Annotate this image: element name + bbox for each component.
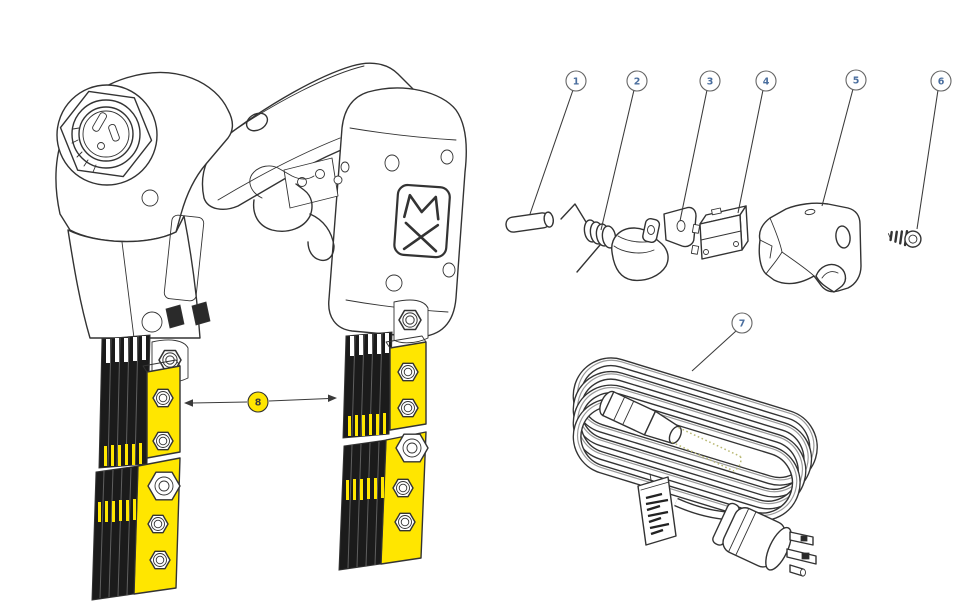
callout-2-number: 2 bbox=[634, 77, 641, 88]
callout-5: 5 bbox=[821, 69, 867, 207]
strap-stripes bbox=[351, 332, 383, 437]
strap-gaps-top bbox=[106, 336, 146, 363]
cover-hook bbox=[815, 263, 847, 293]
hex-nut bbox=[394, 512, 416, 532]
tool-right-head bbox=[328, 87, 467, 338]
arrow-right-icon bbox=[328, 394, 337, 402]
screw-boss bbox=[141, 189, 159, 207]
cord-coil bbox=[572, 357, 818, 522]
plug-prongs bbox=[786, 531, 817, 577]
strap-stripes bbox=[107, 335, 139, 467]
right-shunt-stack bbox=[338, 299, 429, 571]
strap-stripes bbox=[347, 441, 380, 569]
housing-hole bbox=[245, 112, 269, 132]
terminal-block-upper bbox=[142, 359, 181, 459]
callout-4-number: 4 bbox=[763, 77, 770, 88]
screw-boss bbox=[440, 149, 454, 165]
cord-connector-end bbox=[599, 390, 742, 472]
braid-band bbox=[98, 499, 136, 522]
trigger-assembly-installed bbox=[249, 157, 350, 262]
hex-nut bbox=[392, 478, 414, 498]
power-connector-receptacle bbox=[56, 84, 158, 186]
hex-nut bbox=[149, 550, 171, 570]
callout-1: 1 bbox=[529, 70, 587, 215]
hex-bolt-large bbox=[147, 471, 181, 501]
hex-nut bbox=[152, 388, 174, 408]
callout-8-number: 8 bbox=[255, 398, 262, 409]
part-screw bbox=[887, 230, 922, 248]
vent bbox=[191, 301, 211, 326]
strap-stripes bbox=[99, 467, 132, 599]
callout-7: 7 bbox=[691, 312, 753, 372]
cover-hole bbox=[835, 225, 851, 249]
callout-7-number: 7 bbox=[739, 319, 746, 330]
hex-nut bbox=[152, 431, 174, 451]
hex-nut bbox=[397, 398, 419, 418]
side-panel bbox=[163, 214, 205, 302]
mx-logo bbox=[393, 183, 451, 259]
hex-nut bbox=[397, 362, 419, 382]
left-shunt-stack bbox=[91, 334, 189, 601]
part-torsion-spring bbox=[560, 203, 617, 273]
terminal-block-lower bbox=[338, 431, 429, 571]
power-cord-assembly bbox=[572, 357, 818, 577]
screw-boss bbox=[384, 154, 400, 172]
braid-band bbox=[104, 443, 142, 466]
strap-bundle-upper bbox=[342, 331, 393, 439]
cord-warning-tag bbox=[637, 473, 677, 546]
strap-bundle-upper bbox=[98, 334, 151, 469]
hex-nut bbox=[147, 514, 169, 534]
part-micro-switch bbox=[690, 205, 749, 260]
hex-nut bbox=[398, 309, 422, 331]
tool-line-drawing bbox=[55, 62, 467, 339]
callout-1-number: 1 bbox=[573, 77, 580, 88]
cord-plug bbox=[712, 502, 817, 577]
callout-3-number: 3 bbox=[707, 77, 714, 88]
screw-boss bbox=[141, 311, 163, 333]
braid-band bbox=[346, 477, 384, 500]
arrow-left-icon bbox=[184, 399, 193, 407]
braid-band bbox=[348, 413, 386, 436]
callout-4: 4 bbox=[737, 70, 777, 214]
part-trigger-housing-cover bbox=[758, 202, 862, 293]
screw-boss bbox=[442, 262, 456, 278]
tool-left-head bbox=[55, 71, 234, 339]
hex-bolt-large bbox=[395, 433, 429, 463]
part-pin bbox=[505, 211, 555, 233]
callout-2: 2 bbox=[600, 70, 648, 231]
part-trigger-paddle bbox=[611, 206, 697, 282]
terminal-block-lower bbox=[91, 457, 181, 601]
terminal-block-upper bbox=[385, 335, 427, 431]
callout-5-number: 5 bbox=[853, 76, 860, 87]
callout-8: 8 bbox=[184, 391, 337, 413]
mount-bracket bbox=[393, 299, 429, 344]
callout-6-number: 6 bbox=[938, 77, 945, 88]
callout-6: 6 bbox=[916, 70, 952, 230]
callout-3: 3 bbox=[679, 70, 721, 222]
screw-boss bbox=[385, 274, 403, 292]
vent bbox=[165, 304, 185, 329]
